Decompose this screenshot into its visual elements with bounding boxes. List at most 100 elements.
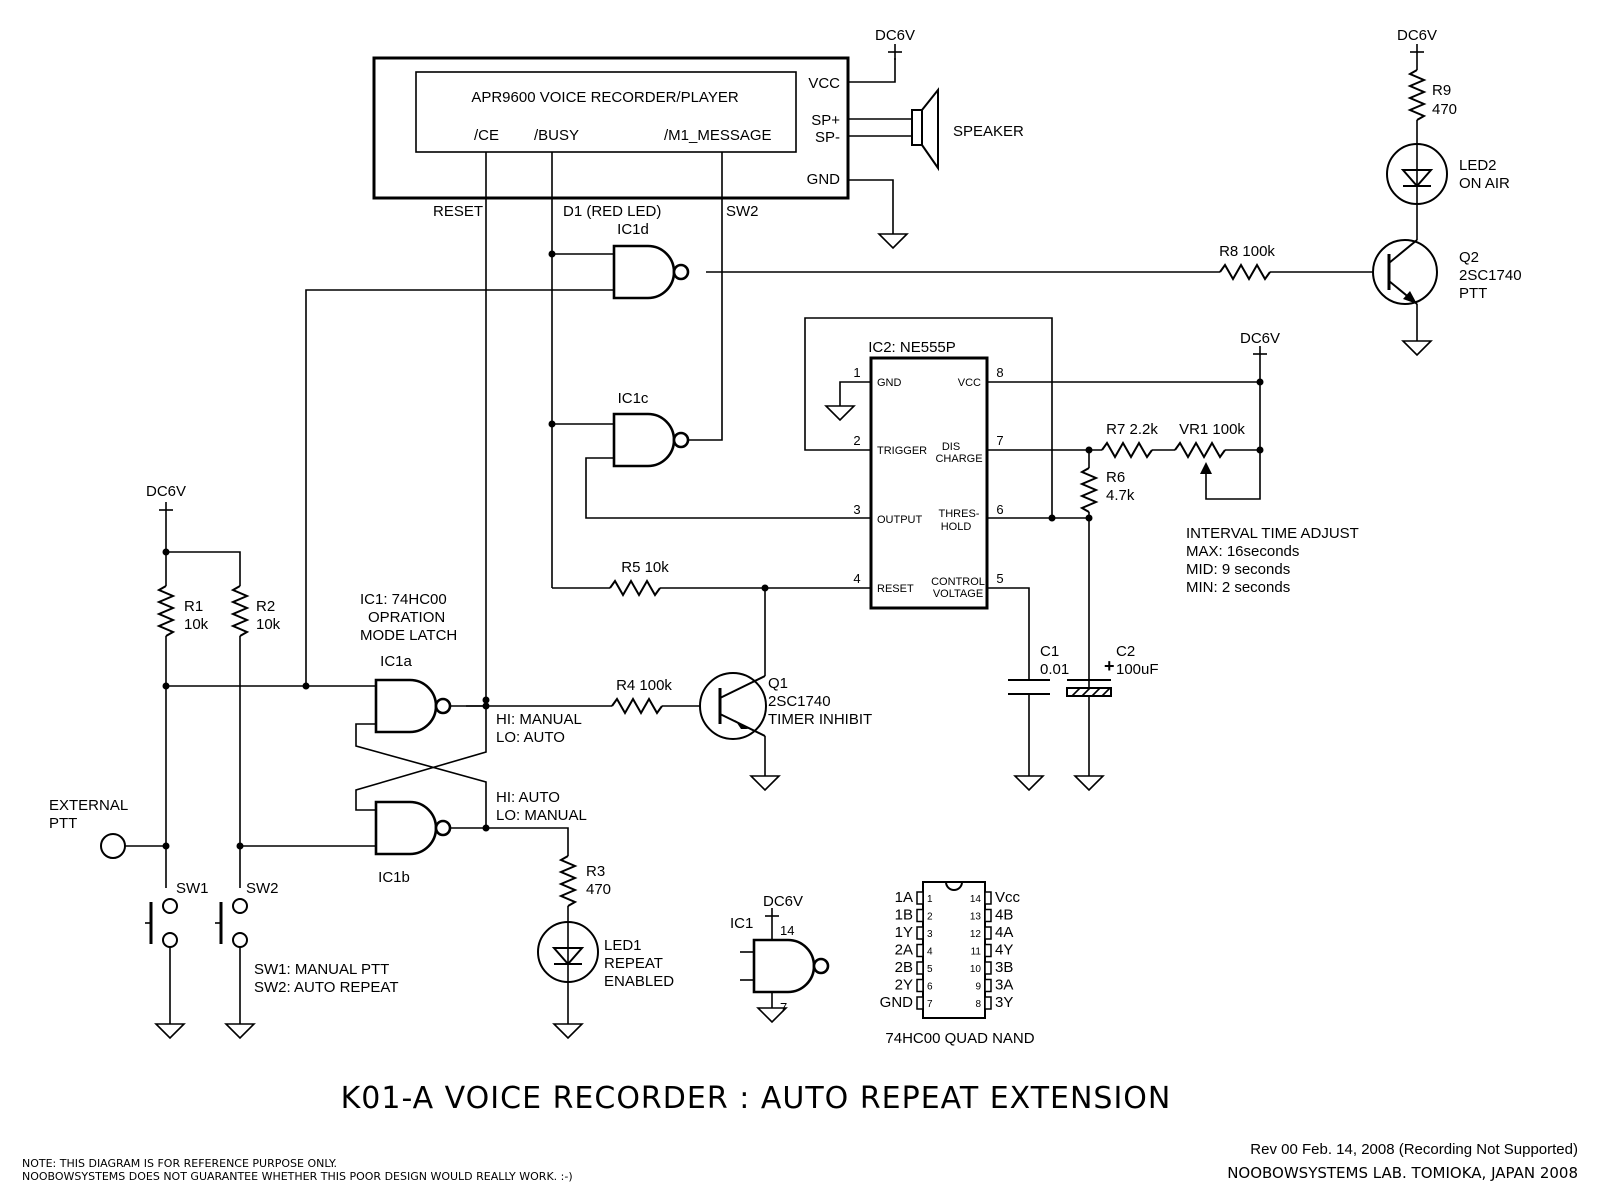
speaker-label: SPEAKER bbox=[953, 123, 1024, 140]
q1-name: Q1 bbox=[768, 675, 788, 692]
pinout-right-num: 12 bbox=[970, 929, 982, 940]
ic2-output: OUTPUT bbox=[877, 514, 923, 526]
pinout-right-pin bbox=[984, 996, 992, 1010]
led1-l1: REPEAT bbox=[604, 955, 663, 972]
r4-label: R4 100k bbox=[616, 677, 672, 694]
apr9600-pin-ce: /CE bbox=[474, 127, 499, 144]
c1-capacitor: C1 0.01 bbox=[1008, 643, 1069, 791]
apr9600-pin-vcc: VCC bbox=[808, 75, 840, 92]
pinout-left-num: 6 bbox=[927, 982, 933, 993]
r1-name: R1 bbox=[184, 598, 203, 615]
sw1-label: SW1 bbox=[176, 880, 209, 897]
ic2-thres-1: THRES- bbox=[939, 508, 980, 520]
pinout-right-num: 8 bbox=[975, 999, 981, 1010]
apr9600-pin-spm: SP- bbox=[815, 129, 840, 146]
ground-symbol bbox=[1402, 332, 1432, 356]
r1-power-label: DC6V bbox=[146, 483, 186, 500]
apr9600-ext-d1: D1 (RED LED) bbox=[563, 203, 661, 220]
pinout-left-pin bbox=[916, 891, 924, 905]
apr9600-pin-spp: SP+ bbox=[811, 112, 840, 129]
external-ptt-l2: PTT bbox=[49, 815, 77, 832]
pinout-left-pin bbox=[916, 978, 924, 993]
ic2-dis-1: DIS bbox=[942, 441, 960, 453]
r7-resistor: R7 2.2k bbox=[1101, 421, 1175, 460]
apr9600-module: APR9600 VOICE RECORDER/PLAYER /CE /BUSY … bbox=[372, 56, 850, 220]
pinout-right-label: 4Y bbox=[995, 942, 1013, 959]
external-ptt: EXTERNAL PTT bbox=[49, 797, 170, 859]
pinout-right-label: 4A bbox=[995, 924, 1013, 941]
q1-part: 2SC1740 bbox=[768, 693, 831, 710]
pinout-right-label: 4B bbox=[995, 907, 1013, 924]
led2-branch: DC6V R9 470 LED2 ON AIR bbox=[1386, 27, 1510, 240]
r3-name: R3 bbox=[586, 863, 605, 880]
pinout-right-label: 3A bbox=[995, 977, 1013, 994]
ic2-thres-2: HOLD bbox=[941, 521, 972, 533]
ic1-power-gnd-pin: 7 bbox=[780, 1000, 787, 1015]
ic2-vcc: VCC bbox=[958, 377, 981, 389]
ic1-label-l3: MODE LATCH bbox=[360, 627, 457, 644]
ground-symbol bbox=[750, 767, 780, 791]
r7-label: R7 2.2k bbox=[1106, 421, 1158, 438]
lab-credit: NOOBOWSYSTEMS LAB. TOMIOKA, JAPAN 2008 bbox=[1227, 1164, 1578, 1182]
interval-adjust-note: INTERVAL TIME ADJUST MAX: 16seconds MID:… bbox=[1186, 525, 1359, 596]
pinout-left-pin bbox=[916, 943, 924, 958]
q2-transistor: Q2 2SC1740 PTT bbox=[1372, 239, 1522, 356]
ic1b-label: IC1b bbox=[378, 869, 410, 886]
revision-text: Rev 00 Feb. 14, 2008 (Recording Not Supp… bbox=[1250, 1141, 1578, 1158]
pinout-right-pin bbox=[984, 891, 992, 905]
apr9600-ext-sw2: SW2 bbox=[726, 203, 759, 220]
busy-net bbox=[548, 152, 614, 589]
led1: LED1 REPEAT ENABLED bbox=[537, 921, 674, 1039]
pinout-caption: 74HC00 QUAD NAND bbox=[885, 1030, 1034, 1047]
ce-net bbox=[482, 152, 490, 704]
apr9600-pin-m1: /M1_MESSAGE bbox=[664, 127, 772, 144]
ic1b-gate: IC1b bbox=[374, 800, 452, 886]
ic2-pin6-no: 6 bbox=[996, 502, 1003, 517]
ground-symbol bbox=[155, 1015, 185, 1039]
ic2-pin8-no: 8 bbox=[996, 365, 1003, 380]
apr9600-gnd-net bbox=[848, 179, 908, 249]
r6-resistor: R6 4.7k bbox=[1079, 446, 1135, 690]
pinout-right-pin bbox=[984, 961, 992, 975]
ic2-pin7-no: 7 bbox=[996, 433, 1003, 448]
pinout-left-num: 7 bbox=[927, 999, 933, 1010]
apr9600-vcc-net: DC6V bbox=[848, 27, 915, 83]
vr1-potentiometer: VR1 100k bbox=[1174, 421, 1264, 500]
ne555-chip: IC2: NE555P 1 2 3 4 5 6 7 8 GND VCC TRIG… bbox=[853, 339, 1004, 610]
note-line-2: NOOBOWSYSTEMS DOES NOT GUARANTEE WHETHER… bbox=[22, 1170, 573, 1183]
left-power: DC6V bbox=[146, 483, 241, 586]
ic2-power-label: DC6V bbox=[1240, 330, 1280, 347]
apr9600-pin-gnd: GND bbox=[807, 171, 841, 188]
vr1-label: VR1 100k bbox=[1179, 421, 1245, 438]
ground-symbol bbox=[225, 1015, 255, 1039]
latch-input-nets bbox=[162, 682, 376, 850]
m1-net bbox=[688, 152, 723, 441]
pinout-left-label: 2A bbox=[895, 942, 913, 959]
external-ptt-l1: EXTERNAL bbox=[49, 797, 128, 814]
ic1d-latch-net bbox=[302, 289, 614, 690]
sw-legend-sw2: SW2: AUTO REPEAT bbox=[254, 979, 398, 996]
r6-name: R6 bbox=[1106, 469, 1125, 486]
c1-name: C1 bbox=[1040, 643, 1059, 660]
pinout-left-pin bbox=[916, 908, 924, 923]
pinout-left-label: 2Y bbox=[895, 977, 913, 994]
ic1-latch-label: IC1: 74HC00 OPRATION MODE LATCH bbox=[360, 591, 457, 644]
interval-mid: MID: 9 seconds bbox=[1186, 561, 1290, 578]
ic1d-label: IC1d bbox=[617, 221, 649, 238]
ic1c-gate: IC1c bbox=[612, 390, 690, 468]
ic1-power-label: DC6V bbox=[763, 893, 803, 910]
ic2-reset: RESET bbox=[877, 583, 914, 595]
r9-power-label: DC6V bbox=[1397, 27, 1437, 44]
r2-name: R2 bbox=[256, 598, 275, 615]
pinout-left-num: 3 bbox=[927, 929, 933, 940]
led2-desc: ON AIR bbox=[1459, 175, 1510, 192]
ic2-ctrl-1: CONTROL bbox=[931, 576, 985, 588]
pinout-right-label: Vcc bbox=[995, 889, 1021, 906]
ic2-name: IC2: NE555P bbox=[868, 339, 956, 356]
sw-legend-sw1: SW1: MANUAL PTT bbox=[254, 961, 389, 978]
pinout-right-pin bbox=[984, 908, 992, 923]
ground-symbol bbox=[1014, 767, 1044, 791]
sw1-switch: SW1 bbox=[145, 880, 209, 1039]
pinout-left-num: 5 bbox=[927, 964, 933, 975]
state-a-lo: LO: AUTO bbox=[496, 729, 565, 746]
